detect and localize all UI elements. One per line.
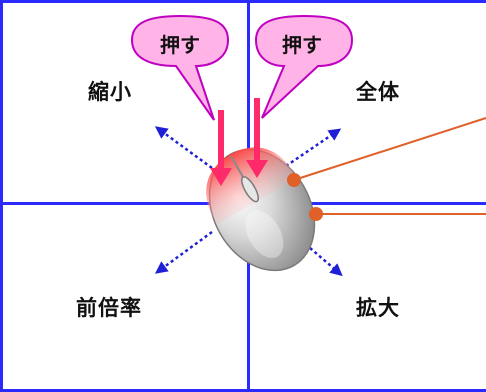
label-enlarge: 拡大 xyxy=(356,296,400,320)
pointer-lines xyxy=(287,117,486,221)
label-previous-zoom: 前倍率 xyxy=(76,296,142,320)
press-arrow-icon xyxy=(210,98,268,186)
callout-bubble-right: 押す xyxy=(254,14,354,119)
callout-bubble-left: 押す xyxy=(130,14,230,121)
label-shrink: 縮小 xyxy=(88,80,132,104)
label-whole: 全体 xyxy=(356,80,400,104)
callout-text-left: 押す xyxy=(160,33,200,57)
callout-text-right: 押す xyxy=(282,33,322,57)
dotted-arrow-icon xyxy=(154,126,343,277)
